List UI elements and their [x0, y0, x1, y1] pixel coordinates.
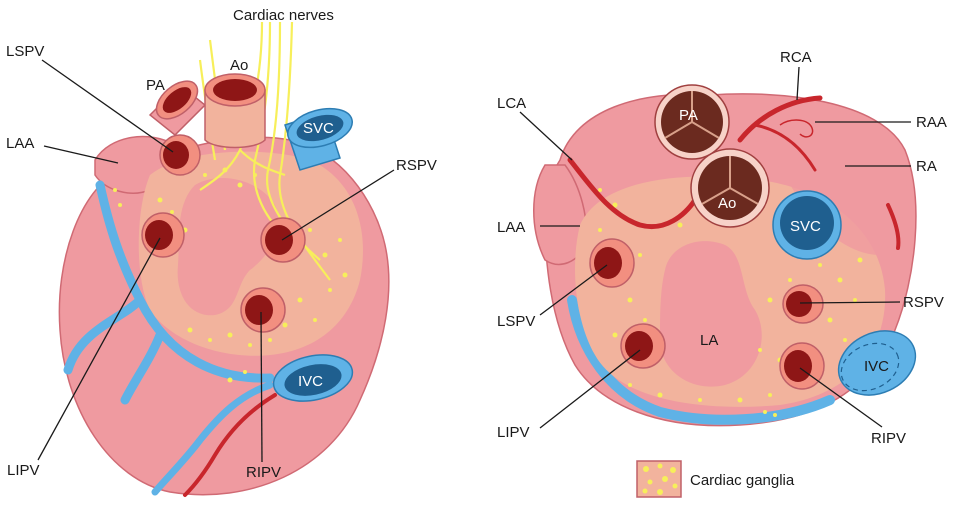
left-lipv-vein — [141, 212, 185, 258]
right-label-rspv: RSPV — [903, 294, 944, 311]
right-rspv-vein — [782, 284, 824, 324]
left-svc-vessel — [284, 107, 353, 171]
right-label-lipv: LIPV — [497, 424, 530, 441]
right-ao-valve — [690, 148, 770, 228]
left-leader-lines — [37, 59, 395, 463]
left-label-lipv: LIPV — [7, 462, 40, 479]
left-ivc-vessel — [272, 354, 354, 402]
right-label-ivc: IVC — [864, 358, 889, 375]
right-lspv-vein — [589, 238, 635, 288]
right-label-rca: RCA — [780, 49, 812, 66]
left-heart-blue-vein-lower — [151, 381, 274, 496]
right-heart-illustration — [533, 84, 917, 427]
left-title-cardiac-nerves: Cardiac nerves — [233, 7, 334, 24]
left-lspv-vein — [159, 134, 201, 176]
left-heart-illustration — [58, 21, 390, 497]
left-ao-vessel — [204, 73, 266, 149]
right-svc-vessel — [772, 190, 842, 260]
right-label-ripv: RIPV — [871, 430, 906, 447]
right-label-pa: PA — [679, 107, 698, 124]
right-label-lca: LCA — [497, 95, 526, 112]
legend-swatch-dots — [642, 463, 678, 495]
right-pa-valve — [654, 84, 730, 160]
left-heart-red-artery — [183, 393, 277, 497]
left-label-pa: PA — [146, 77, 165, 94]
left-label-ripv: RIPV — [246, 464, 281, 481]
right-ripv-vein — [779, 342, 825, 390]
left-ripv-vein — [240, 287, 286, 333]
left-label-lspv: LSPV — [6, 43, 44, 60]
right-heart-raa-curl — [779, 119, 814, 138]
left-heart-blue-vein — [63, 180, 275, 405]
left-label-laa: LAA — [6, 135, 34, 152]
right-label-ao: Ao — [718, 195, 736, 212]
right-heart-ra-artery — [886, 203, 901, 250]
left-heart-atrial-body — [177, 177, 279, 316]
right-heart-rca-artery — [737, 95, 823, 143]
right-heart-lca-artery — [567, 157, 698, 229]
left-label-ivc: IVC — [298, 373, 323, 390]
left-label-rspv: RSPV — [396, 157, 437, 174]
right-ivc-vessel — [837, 330, 917, 396]
right-label-raa: RAA — [916, 114, 947, 131]
right-label-ra: RA — [916, 158, 937, 175]
right-heart-laa — [533, 164, 588, 266]
right-lipv-vein — [620, 323, 666, 369]
right-leader-lines — [519, 66, 911, 429]
left-label-svc: SVC — [303, 120, 334, 137]
left-label-ao: Ao — [230, 57, 248, 74]
right-label-laa: LAA — [497, 219, 525, 236]
right-heart-la-body — [660, 241, 762, 387]
legend-label: Cardiac ganglia — [690, 472, 795, 489]
right-heart-rca-branch — [753, 123, 817, 172]
right-label-svc: SVC — [790, 218, 821, 235]
right-label-lspv: LSPV — [497, 313, 535, 330]
right-heart-blue-sinus — [567, 295, 835, 425]
legend: Cardiac ganglia — [636, 460, 795, 498]
right-label-la: LA — [700, 332, 718, 349]
right-heart-ganglia — [598, 188, 863, 417]
right-heart-ra-region — [760, 107, 908, 255]
left-pa-vessel — [148, 80, 207, 137]
